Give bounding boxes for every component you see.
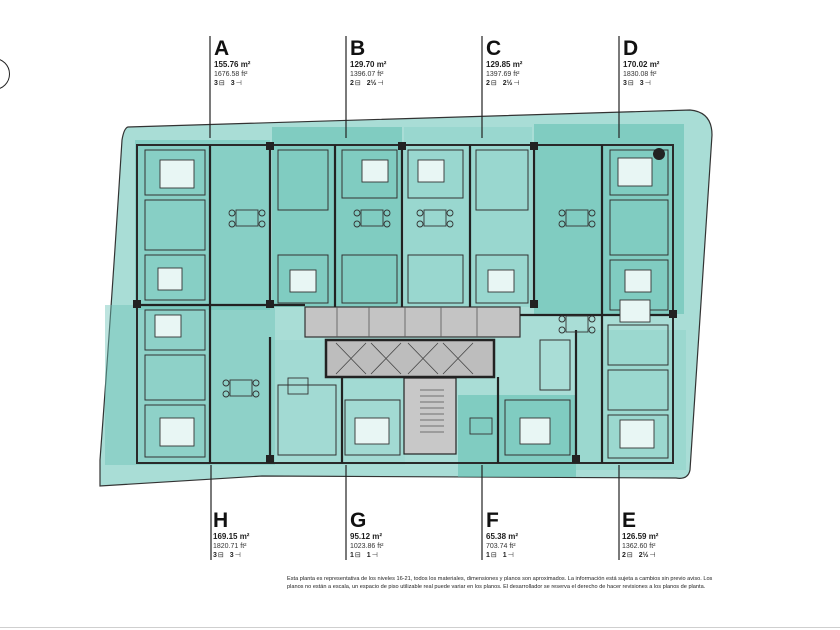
unit-letter: C [486,37,502,60]
bed-icon: ⊟ [217,552,224,559]
bath-icon: ⊣ [644,80,651,87]
unit-rooms: 3⊟3⊣ [623,79,733,88]
bathroom-count: 3 [230,80,235,87]
unit-area-m2: 129.70 m² [350,60,387,69]
bedroom-count: 2 [622,552,626,559]
bed-icon: ⊟ [626,552,633,559]
bed-icon: ⊟ [627,80,634,87]
stair-core [403,377,457,455]
bed-icon: ⊟ [354,552,361,559]
unit-area-m2: 170.02 m² [623,60,660,69]
bed-icon: ⊟ [218,80,225,87]
unit-letter: G [350,509,367,532]
unit-label-e: E 126.59 m² 1362.60 ft² 2⊟ 2½⊣ [622,510,732,560]
bed-icon: ⊟ [354,80,361,87]
unit-letter: A [214,37,230,60]
unit-letter: E [622,509,637,532]
unit-rooms: 2⊟ 2½⊣ [350,79,460,88]
unit-area-m2: 129.85 m² [486,60,523,69]
bedroom-count: 1 [350,552,354,559]
bedroom-count: 1 [486,552,490,559]
bedroom-count: 3 [623,80,627,87]
bed-icon: ⊟ [490,80,497,87]
unit-area-m2: 169.15 m² [213,532,250,541]
unit-zone-f [458,395,576,477]
bathroom-count: 2½ [638,552,649,559]
bath-icon: ⊣ [234,552,241,559]
disclaimer-text: Esta planta es representativa de los niv… [287,575,840,591]
bath-icon: ⊣ [371,552,378,559]
unit-area-ft2: 1023.86 ft² [350,543,384,550]
unit-label-a: A 155.76 m² 1676.58 ft² 3⊟3⊣ [214,38,324,88]
bathroom-count: 3 [639,80,644,87]
unit-letter: D [623,37,639,60]
unit-label-d: D 170.02 m² 1830.08 ft² 3⊟3⊣ [623,38,733,88]
bathroom-count: 1 [502,552,507,559]
unit-label-h: H 169.15 m² 1820.71 ft² 3⊟3⊣ [213,510,323,560]
unit-label-f: F 65.38 m² 703.74 ft² 1⊟1⊣ [486,510,596,560]
bedroom-count: 2 [350,80,354,87]
bathroom-count: 3 [229,552,234,559]
unit-area-ft2: 1396.07 ft² [350,71,384,78]
disclaimer-line: Esta planta es representativa de los niv… [287,576,713,582]
unit-zone-e [576,330,686,470]
unit-area-ft2: 1820.71 ft² [213,543,247,550]
bedroom-count: 3 [214,80,218,87]
bath-icon: ⊣ [507,552,514,559]
unit-rooms: 2⊟ 2½⊣ [622,551,732,560]
unit-label-g: G 95.12 m² 1023.86 ft² 1⊟1⊣ [350,510,460,560]
bedroom-count: 3 [213,552,217,559]
bottom-divider [0,627,840,628]
bath-icon: ⊣ [513,80,520,87]
unit-letter: F [486,509,500,532]
unit-area-ft2: 1676.58 ft² [214,71,248,78]
unit-rooms: 3⊟3⊣ [214,79,324,88]
unit-area-m2: 126.59 m² [622,532,659,541]
unit-area-ft2: 1362.60 ft² [622,543,656,550]
bathroom-count: 2½ [502,80,513,87]
unit-rooms: 3⊟3⊣ [213,551,323,560]
unit-label-c: C 129.85 m² 1397.69 ft² 2⊟ 2½⊣ [486,38,596,88]
unit-rooms: 1⊟1⊣ [486,551,596,560]
unit-zone-a [135,140,270,310]
unit-area-m2: 65.38 m² [486,532,519,541]
unit-area-m2: 95.12 m² [350,532,383,541]
unit-letter: B [350,37,366,60]
bedroom-count: 2 [486,80,490,87]
bath-icon: ⊣ [377,80,384,87]
unit-area-m2: 155.76 m² [214,60,251,69]
elevator-core [324,338,496,379]
bathroom-count: 2½ [366,80,377,87]
unit-rooms: 2⊟ 2½⊣ [486,79,596,88]
corridor [304,306,521,338]
unit-area-ft2: 1830.08 ft² [623,71,657,78]
bath-icon: ⊣ [649,552,656,559]
unit-area-ft2: 703.74 ft² [486,543,516,550]
unit-rooms: 1⊟1⊣ [350,551,460,560]
bath-icon: ⊣ [235,80,242,87]
bed-icon: ⊟ [490,552,497,559]
unit-label-b: B 129.70 m² 1396.07 ft² 2⊟ 2½⊣ [350,38,460,88]
unit-letter: H [213,509,229,532]
disclaimer-line: planos no están a escala, un espacio de … [287,584,706,590]
unit-area-ft2: 1397.69 ft² [486,71,520,78]
bathroom-count: 1 [366,552,371,559]
